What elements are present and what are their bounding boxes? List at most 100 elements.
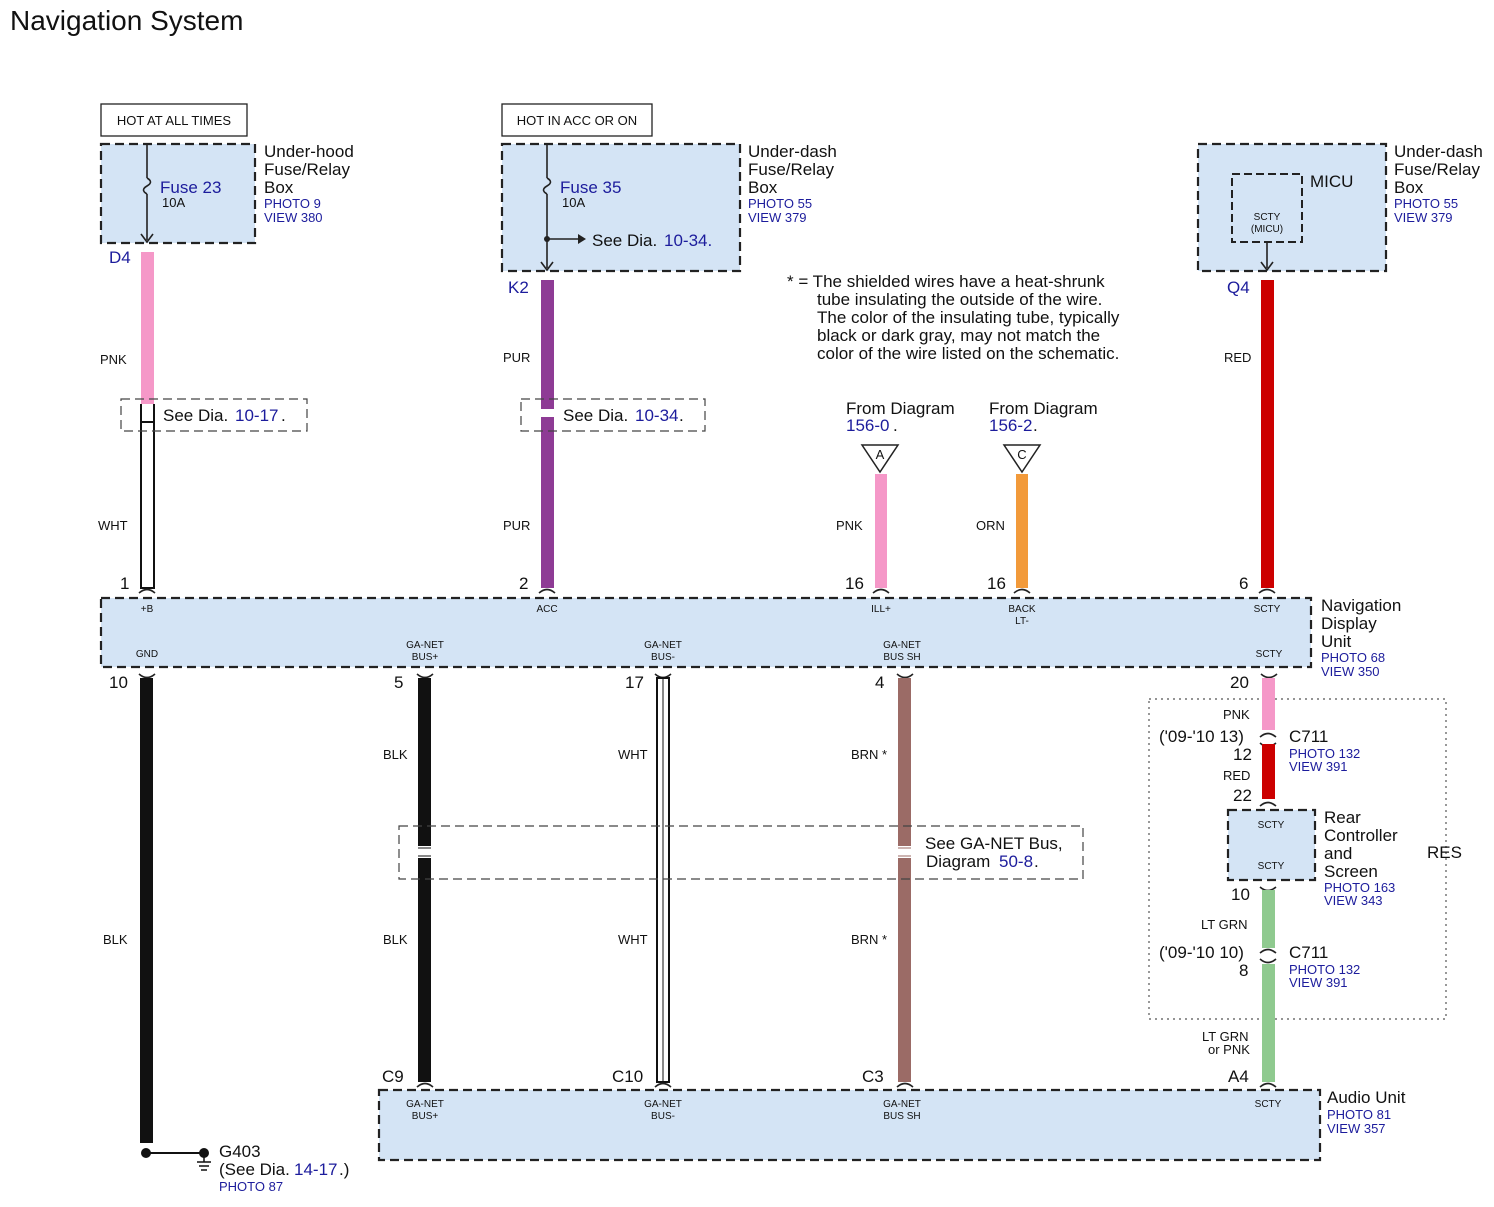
wire-color-label: RED [1223, 768, 1250, 783]
punct: . [1034, 852, 1039, 871]
wire-color-label: PNK [1223, 707, 1250, 722]
photo-ref[interactable]: PHOTO 55 [1394, 196, 1458, 211]
view-ref[interactable]: VIEW 350 [1321, 664, 1380, 679]
pin-label: GND [136, 649, 158, 660]
wire-color-label: BRN * [851, 747, 887, 762]
connector-c9: C9 [382, 1067, 404, 1086]
box-name-line: Under-dash [748, 142, 837, 161]
photo-ref[interactable]: PHOTO 163 [1324, 880, 1395, 895]
note-line: color of the wire listed on the schemati… [817, 344, 1119, 363]
arrow-down-icon [540, 261, 554, 272]
pin-number: 10 [1231, 885, 1250, 904]
photo-ref[interactable]: PHOTO 9 [264, 196, 321, 211]
unit-name-line: Display [1321, 614, 1377, 633]
box-name-line: Box [748, 178, 778, 197]
nav-top-pins: 1 2 16 16 6 [120, 574, 1276, 594]
punct: . [1033, 416, 1038, 435]
ground-name: G403 [219, 1142, 261, 1161]
nav-bottom-pins: 10 5 17 4 20 [109, 673, 1278, 692]
punct: .) [339, 1160, 349, 1179]
connector-a4: A4 [1228, 1067, 1249, 1086]
connector-c3: C3 [862, 1067, 884, 1086]
view-ref[interactable]: VIEW 379 [748, 210, 807, 225]
pin-number: 8 [1239, 961, 1248, 980]
pin-label: ILL+ [871, 604, 891, 615]
see-dia-link[interactable]: 10-34. [664, 231, 712, 250]
view-ref[interactable]: VIEW 391 [1289, 975, 1348, 990]
photo-ref[interactable]: PHOTO 87 [219, 1179, 283, 1194]
pin-number: 16 [987, 574, 1006, 593]
from-diagram-link[interactable]: 156-2 [989, 416, 1032, 435]
wire-blk-bus-plus [418, 678, 431, 1082]
wire-color-label: PUR [503, 350, 530, 365]
view-ref[interactable]: VIEW 391 [1289, 759, 1348, 774]
wire-brn-bus-sh [898, 678, 911, 1082]
pin-number: 12 [1233, 745, 1252, 764]
see-dia-link[interactable]: 14-17 [294, 1160, 337, 1179]
wire-color-label: RED [1224, 350, 1251, 365]
ganet-ref-text: Diagram [926, 852, 990, 871]
from-diagram-label: From Diagram [989, 399, 1098, 418]
unit-name-line: Screen [1324, 862, 1378, 881]
pin-label: GA-NET [406, 640, 444, 651]
note-line: black or dark gray, may not match the [817, 326, 1100, 345]
note-line: * = The shielded wires have a heat-shrun… [787, 272, 1105, 291]
audio-unit-name: Audio Unit [1327, 1088, 1406, 1107]
see-dia-link[interactable]: 10-17 [235, 406, 278, 425]
punct: . [893, 416, 898, 435]
view-ref[interactable]: VIEW 379 [1394, 210, 1453, 225]
box-name-line: Under-dash [1394, 142, 1483, 161]
photo-ref[interactable]: PHOTO 55 [748, 196, 812, 211]
wire-color-label: WHT [618, 932, 648, 947]
photo-ref[interactable]: PHOTO 132 [1289, 962, 1360, 977]
note-line: The color of the insulating tube, typica… [817, 308, 1120, 327]
see-dia-link[interactable]: 10-34 [635, 406, 678, 425]
see-dia-text: (See Dia. [219, 1160, 290, 1179]
punct: . [679, 406, 684, 425]
hot-in-acc-label: HOT IN ACC OR ON [517, 113, 637, 128]
pin-label: GA-NET [406, 1099, 444, 1110]
photo-ref[interactable]: PHOTO 81 [1327, 1107, 1391, 1122]
ganet-ref-box [398, 825, 1084, 880]
fuse-35-label: Fuse 35 [560, 178, 621, 197]
pin-number: 4 [875, 673, 884, 692]
box-name-line: Fuse/Relay [264, 160, 350, 179]
res-region [1148, 698, 1447, 1020]
shielded-wire-note: * = The shielded wires have a heat-shrun… [787, 272, 1120, 363]
view-ref[interactable]: VIEW 343 [1324, 893, 1383, 908]
connector-d4: D4 [109, 248, 131, 267]
connector-a-triangle-icon [860, 444, 900, 474]
box-name-line: Under-hood [264, 142, 354, 161]
micu-label: MICU [1310, 172, 1353, 191]
pin-label: ACC [536, 604, 557, 615]
c711-label: C711 [1289, 727, 1328, 746]
underhood-fuse-box: Fuse 23 10A Under-hood Fuse/Relay Box PH… [99, 142, 354, 267]
pin-label: BUS+ [412, 652, 439, 663]
pin-label: GA-NET [883, 1099, 921, 1110]
wire-blk-gnd [140, 678, 153, 1143]
ground-g403: G403 (See Dia. 14-17 .) PHOTO 87 [141, 1142, 349, 1194]
connector-k2: K2 [508, 278, 529, 297]
view-ref[interactable]: VIEW 380 [264, 210, 323, 225]
pin-label: SCTY [1258, 861, 1285, 872]
see-dia-ref-box-2 [520, 398, 706, 432]
connector-tag-a: A [876, 447, 885, 462]
pin-label: GA-NET [644, 640, 682, 651]
audio-unit: GA-NET BUS+ GA-NET BUS- GA-NET BUS SH SC… [377, 1088, 1406, 1162]
pin-number: 20 [1230, 673, 1249, 692]
c711-years: ('09-'10 13) [1159, 727, 1244, 746]
micu-inner-label: (MICU) [1251, 224, 1283, 235]
pin-number: 10 [109, 673, 128, 692]
photo-ref[interactable]: PHOTO 132 [1289, 746, 1360, 761]
navigation-display-unit: +B ACC ILL+ BACK LT- SCTY GND GA-NET BUS… [99, 596, 1401, 679]
wire-pnk [141, 252, 154, 404]
from-diagram-link[interactable]: 156-0 [846, 416, 889, 435]
ganet-ref-text: See GA-NET Bus, [925, 834, 1063, 853]
view-ref[interactable]: VIEW 357 [1327, 1121, 1386, 1136]
ganet-ref-link[interactable]: 50-8 [999, 852, 1033, 871]
pin-label: BUS SH [883, 652, 920, 663]
pin-label: LT- [1015, 616, 1029, 627]
wire-color-label: PUR [503, 518, 530, 533]
wire-pnk-scty [1262, 678, 1275, 730]
photo-ref[interactable]: PHOTO 68 [1321, 650, 1385, 665]
